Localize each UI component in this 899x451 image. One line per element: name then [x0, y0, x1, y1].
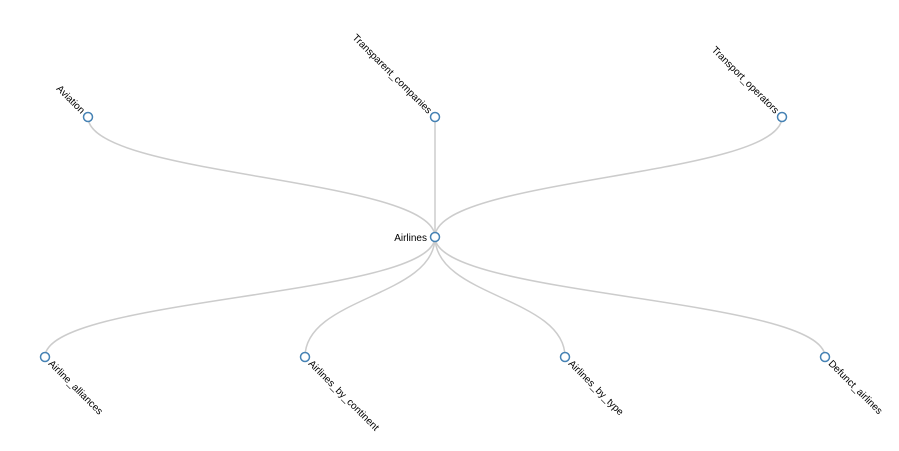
parent-node-0[interactable]: Aviation	[54, 83, 94, 123]
child-node-3-circle[interactable]	[819, 351, 831, 363]
root-node-airlines-circle[interactable]	[429, 231, 441, 243]
link-child-0	[44, 236, 436, 358]
child-node-1-label: Airlines_by_continent	[306, 358, 381, 433]
nodes-group: Aviation Transparent_companies Transport_o…	[39, 33, 885, 434]
link-parent-0	[87, 116, 436, 238]
root-node-airlines-label: Airlines	[394, 233, 427, 244]
root-node-airlines[interactable]: Airlines	[394, 231, 441, 245]
parent-node-2-circle[interactable]	[776, 111, 788, 123]
link-child-3	[434, 236, 826, 358]
child-node-3-label: Defunct_airlines	[826, 358, 884, 416]
child-node-1[interactable]: Airlines_by_continent	[299, 351, 381, 434]
child-node-0[interactable]: Airline_alliances	[39, 351, 105, 418]
child-node-2[interactable]: Airlines_by_type	[559, 351, 626, 419]
child-node-2-label: Airlines_by_type	[566, 358, 626, 418]
parent-node-2[interactable]: Transport_operators	[709, 45, 788, 123]
link-child-1	[304, 236, 436, 358]
parent-node-1-circle[interactable]	[429, 111, 441, 123]
parent-node-2-label: Transport_operators	[709, 45, 781, 117]
parent-node-1[interactable]: Transparent_companies	[350, 33, 441, 123]
child-node-0-circle[interactable]	[39, 351, 51, 363]
child-node-1-circle[interactable]	[299, 351, 311, 363]
parent-node-0-circle[interactable]	[82, 111, 94, 123]
child-node-2-circle[interactable]	[559, 351, 571, 363]
link-parent-2	[434, 116, 783, 238]
parent-node-0-label: Aviation	[54, 83, 87, 116]
link-child-2	[434, 236, 566, 358]
parent-node-1-label: Transparent_companies	[350, 33, 434, 117]
child-node-3[interactable]: Defunct_airlines	[819, 351, 885, 417]
child-node-0-label: Airline_alliances	[46, 358, 105, 417]
links-group	[44, 116, 826, 358]
